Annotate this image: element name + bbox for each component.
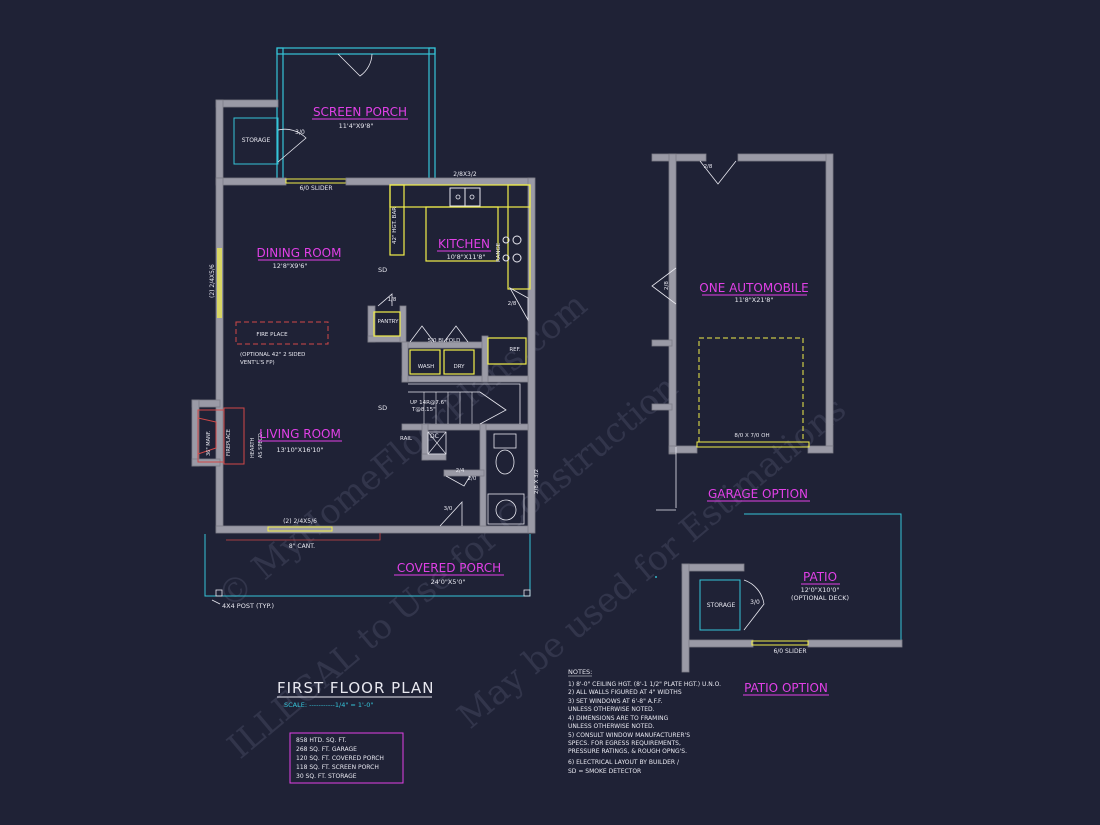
rail-label: RAIL xyxy=(400,436,413,442)
covered-porch-dim: 24'0"X5'0" xyxy=(431,578,466,586)
post-label: 4X4 POST (TYP.) xyxy=(222,602,274,610)
covered-porch-outline xyxy=(204,533,531,597)
range-label: RANGE xyxy=(496,242,502,262)
screen-porch-dim: 11'4"X9'8" xyxy=(339,122,374,130)
door-30-label: 3/0 xyxy=(444,506,453,512)
hearth-label: HEARTH xyxy=(250,437,256,458)
bath-fixtures xyxy=(427,431,525,527)
note-line-1: 1) 8'-0" CEILING HGT. (8'-1 1/2" PLATE H… xyxy=(568,681,721,688)
fireplace-note-1: (OPTIONAL 42" 2 SIDED xyxy=(240,352,305,358)
door-24-label: 2/4 xyxy=(456,468,465,474)
smoke-detector-1: SD xyxy=(378,266,387,274)
area-line-1: 858 HTD. SQ. FT. xyxy=(296,737,347,744)
area-line-2: 268 SQ. FT. GARAGE xyxy=(296,746,357,753)
pantry-door-label: 1/8 xyxy=(388,297,397,303)
stairs xyxy=(408,383,521,425)
area-line-3: 120 SQ. FT. COVERED PORCH xyxy=(296,755,384,762)
dining-room-dim: 12'8"X9'6" xyxy=(273,262,308,270)
dc-label: DC xyxy=(430,433,439,440)
area-line-4: 118 SQ. FT. SCREEN PORCH xyxy=(296,764,379,771)
covered-porch-title: COVERED PORCH xyxy=(397,561,501,575)
kitchen-title: KITCHEN xyxy=(438,237,490,251)
storage-upper-label: STORAGE xyxy=(242,137,271,144)
patio-slider-label: 6/0 SLIDER xyxy=(773,648,806,655)
note-line-9: PRESSURE RATINGS, & ROUGH OPNG'S. xyxy=(568,748,687,755)
garage-title: ONE AUTOMOBILE xyxy=(699,281,808,295)
house-walls xyxy=(191,177,536,534)
storage-upper xyxy=(215,99,307,185)
note-line-3: 3) SET WINDOWS AT 6'-8" A.F.F. xyxy=(568,698,663,705)
patio-note: (OPTIONAL DECK) xyxy=(791,594,849,602)
patio-dim: 12'0"X10'0" xyxy=(801,586,840,594)
garage-door-side-label: 2/8 xyxy=(704,164,713,170)
bifold-label: 5/0 BI-FOLD xyxy=(428,338,461,344)
manf-fireplace-label-2: FIREPLACE xyxy=(226,429,232,456)
fireplace-note-2: VENT'L'S FP) xyxy=(240,360,275,366)
living-room-title: LIVING ROOM xyxy=(259,427,341,441)
manf-fireplace-label: 36" MANF. xyxy=(206,430,212,456)
living-room-dim: 13'10"X16'10" xyxy=(276,446,323,454)
front-window-label: (2) 2/4X5/6 xyxy=(283,518,317,525)
fireplace xyxy=(197,321,329,465)
note-line-7: 5) CONSULT WINDOW MANUFACTURER'S xyxy=(568,732,690,739)
note-line-6: UNLESS OTHERWISE NOTED. xyxy=(568,723,655,730)
dry-label: DRY xyxy=(453,364,465,370)
area-line-5: 30 SQ. FT. STORAGE xyxy=(296,773,357,780)
garage-option-label: GARAGE OPTION xyxy=(708,487,808,501)
plan-title: FIRST FLOOR PLAN xyxy=(277,679,434,697)
note-line-5: 4) DIMENSIONS ARE TO FRAMING xyxy=(568,715,669,722)
bath-window-label: 2/8 X 3/2 xyxy=(534,469,540,494)
notes-heading: NOTES: xyxy=(568,668,592,676)
patio-option-plan xyxy=(681,513,903,673)
garage-walls xyxy=(651,153,834,578)
storage-patio-label: STORAGE xyxy=(707,602,736,609)
kitchen-window-label: 2/8X3/2 xyxy=(453,171,477,178)
note-line-2: 2) ALL WALLS FIGURED AT 4" WIDTHS xyxy=(568,689,682,696)
left-window-label: (2) 2/4X5/6 xyxy=(209,264,216,298)
storage-upper-door: 3/0 xyxy=(295,129,305,136)
kitchen-dim: 10'8"X11'8" xyxy=(447,253,486,261)
plan-scale: SCALE: -----------1/4" = 1'-0" xyxy=(284,701,373,709)
patio-title: PATIO xyxy=(803,570,837,584)
garage-main-door-label: 8/0 X 7/0 OH xyxy=(734,433,769,439)
screen-porch-title: SCREEN PORCH xyxy=(313,105,407,119)
areas-box xyxy=(289,732,404,784)
door-28-label: 2/8 xyxy=(508,301,517,307)
fireplace-label: FIRE PLACE xyxy=(256,332,288,338)
pantry-label: PANTRY xyxy=(377,319,399,325)
patio-option-label: PATIO OPTION xyxy=(744,681,828,695)
garage-door-left-label: 2/8 xyxy=(664,281,670,290)
note-line-11: SD = SMOKE DETECTOR xyxy=(568,768,641,775)
ref-label: REF. xyxy=(509,347,521,353)
slider-top-label: 6/0 SLIDER xyxy=(299,185,332,192)
cant-label: 8" CANT. xyxy=(289,543,315,550)
stairs-label: UP 14R@7.6" xyxy=(410,400,447,406)
wash-label: WASH xyxy=(418,364,435,370)
note-line-4: UNLESS OTHERWISE NOTED. xyxy=(568,706,655,713)
smoke-detector-2: SD xyxy=(378,404,387,412)
hgt-bar-label: 42" HGT. BAR xyxy=(392,207,398,244)
door-20-label: 2/0 xyxy=(468,476,477,482)
patio-door-label: 3/0 xyxy=(750,599,760,606)
kitchen-cabinets xyxy=(373,184,531,375)
garage-dim: 11'8"X21'8" xyxy=(735,296,774,304)
stairs-label-2: T@8.15" xyxy=(411,407,436,413)
note-line-8: SPECS. FOR EGRESS REQUIREMENTS, xyxy=(568,740,681,747)
hearth-label-2: AS SPECD. xyxy=(258,431,264,458)
note-line-10: 6) ELECTRICAL LAYOUT BY BUILDER / xyxy=(568,759,680,766)
dining-room-title: DINING ROOM xyxy=(257,246,342,260)
